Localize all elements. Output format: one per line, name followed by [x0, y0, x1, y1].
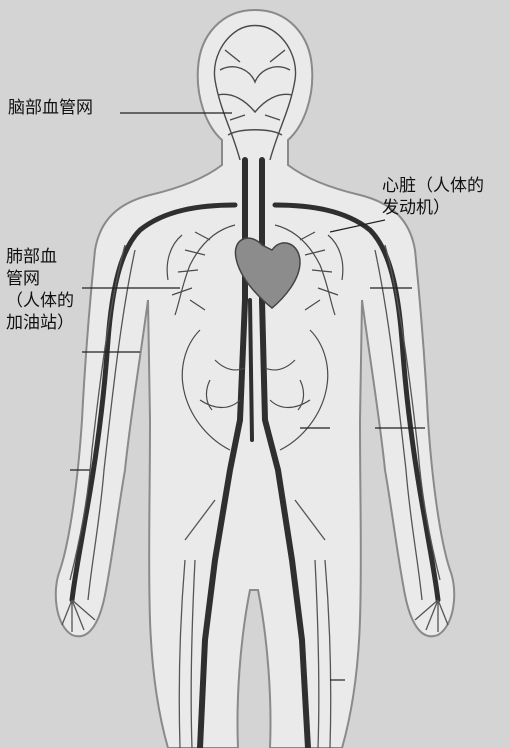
- body-silhouette: [56, 10, 454, 748]
- heart-label-line-1: 心脏（人体的: [382, 175, 484, 197]
- heart-label: 心脏（人体的 发动机）: [382, 175, 484, 219]
- lung-label-line-1: 肺部血: [6, 246, 74, 268]
- lung-vessel-label: 肺部血 管网 （人体的 加油站）: [6, 246, 74, 334]
- lung-label-line-4: 加油站）: [6, 312, 74, 334]
- brain-label-text: 脑部血管网: [8, 97, 93, 119]
- brain-vessel-label: 脑部血管网: [8, 97, 93, 119]
- lung-label-line-3: （人体的: [6, 290, 74, 312]
- lung-label-line-2: 管网: [6, 268, 74, 290]
- heart-label-line-2: 发动机）: [382, 197, 484, 219]
